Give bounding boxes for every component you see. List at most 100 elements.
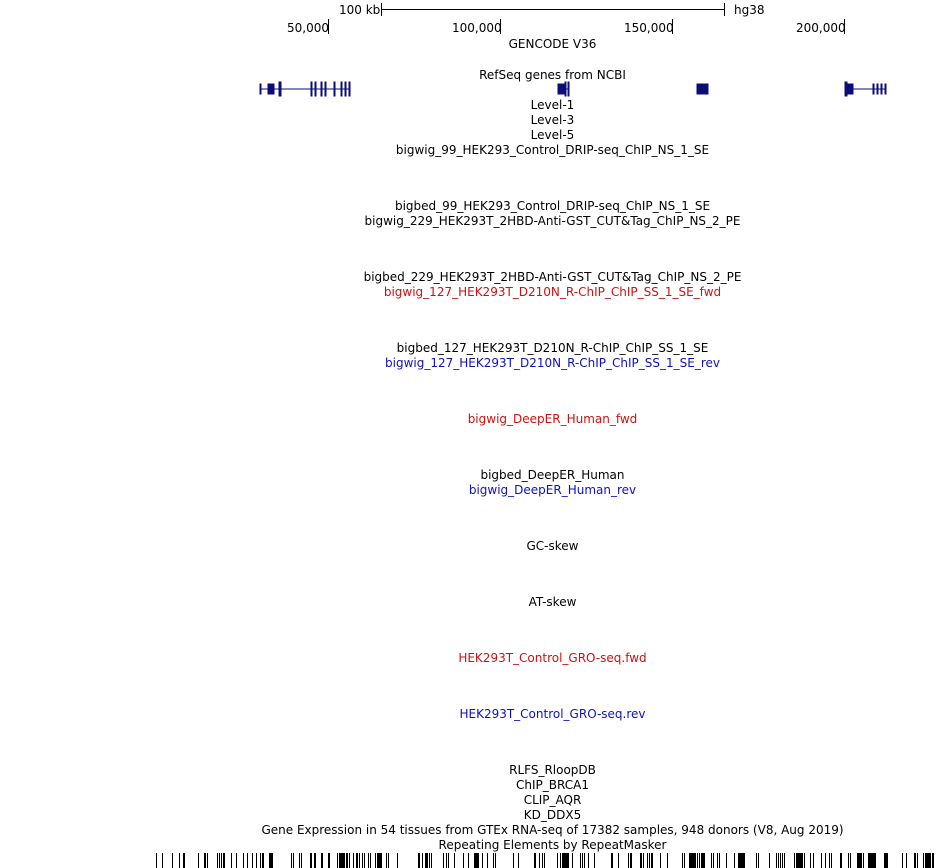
- repeat-element: [468, 853, 469, 868]
- repeat-element: [487, 853, 488, 868]
- repeat-element: [684, 853, 685, 868]
- repeat-element: [397, 853, 398, 868]
- repeat-element: [544, 853, 545, 868]
- repeat-element: [711, 853, 712, 868]
- deeper-rev-label[interactable]: bigwig_DeepER_Human_rev: [468, 483, 637, 497]
- at-skew-label[interactable]: AT-skew: [528, 595, 577, 609]
- repeat-element: [618, 853, 619, 868]
- repeat-element: [299, 853, 300, 868]
- repeat-element: [857, 853, 862, 868]
- deeper-fwd-label[interactable]: bigwig_DeepER_Human_fwd: [467, 412, 638, 426]
- repeat-element: [262, 853, 264, 868]
- repeat-element: [557, 853, 558, 868]
- repeat-element: [314, 853, 316, 868]
- gene-exon: [696, 83, 709, 95]
- repeat-element: [172, 853, 173, 868]
- repeat-element: [923, 853, 924, 868]
- gene-exon: [567, 81, 570, 97]
- repeat-element: [349, 853, 350, 868]
- gencode-track-label[interactable]: GENCODE V36: [508, 37, 597, 51]
- gene-exon: [320, 81, 323, 97]
- repeatmasker-label[interactable]: Repeating Elements by RepeatMasker: [438, 838, 667, 852]
- repeat-element: [932, 853, 934, 868]
- scale-bar: [381, 9, 725, 10]
- ruler-tick: [328, 19, 329, 34]
- gro-seq-fwd-label[interactable]: HEK293T_Control_GRO-seq.fwd: [458, 651, 647, 665]
- gtex-expression-label[interactable]: Gene Expression in 54 tissues from GTEx …: [261, 823, 844, 837]
- repeat-element: [247, 853, 248, 868]
- level-3-track-label[interactable]: Level-3: [530, 113, 575, 127]
- repeatmasker-track: [156, 853, 934, 868]
- repeat-element: [542, 853, 543, 868]
- deeper-bigbed-label[interactable]: bigbed_DeepER_Human: [480, 468, 625, 482]
- cut-tag-bigwig-label[interactable]: bigwig_229_HEK293T_2HBD-Anti-GST_CUT&Tag…: [364, 214, 741, 228]
- repeat-element: [840, 853, 842, 868]
- repeat-element: [219, 853, 220, 868]
- kd-ddx5-label[interactable]: KD_DDX5: [523, 808, 582, 822]
- gene-exon: [340, 81, 343, 97]
- repeat-element: [580, 853, 581, 868]
- repeat-element: [884, 853, 888, 868]
- chip-brca1-label[interactable]: ChIP_BRCA1: [516, 778, 589, 792]
- repeat-element: [562, 853, 569, 868]
- repeat-element: [443, 853, 444, 868]
- gene-exon: [310, 81, 313, 97]
- repeat-element: [682, 853, 683, 868]
- refseq-track-label[interactable]: RefSeq genes from NCBI: [479, 68, 626, 82]
- gene-exon: [324, 81, 327, 97]
- repeat-element: [628, 853, 629, 868]
- r-chip-rev-label[interactable]: bigwig_127_HEK293T_D210N_R-ChIP_ChIP_SS_…: [385, 356, 720, 370]
- repeat-element: [906, 853, 907, 868]
- repeat-element: [848, 853, 849, 868]
- repeat-element: [518, 853, 519, 868]
- drip-seq-bigbed-label[interactable]: bigbed_99_HEK293_Control_DRIP-seq_ChIP_N…: [394, 199, 711, 213]
- repeat-element: [689, 853, 696, 868]
- repeat-element: [217, 853, 218, 868]
- scale-length-label: 100 kb: [339, 3, 381, 17]
- repeat-element: [738, 853, 745, 868]
- repeat-element: [221, 853, 222, 868]
- repeat-element: [778, 853, 779, 868]
- repeat-element: [236, 853, 237, 868]
- drip-seq-bigwig-label[interactable]: bigwig_99_HEK293_Control_DRIP-seq_ChIP_N…: [395, 143, 710, 157]
- repeat-element: [431, 853, 432, 868]
- clip-aqr-label[interactable]: CLIP_AQR: [523, 793, 582, 807]
- repeat-element: [223, 853, 225, 868]
- assembly-label: hg38: [734, 3, 765, 17]
- repeat-element: [925, 853, 931, 868]
- repeat-element: [454, 853, 455, 868]
- repeat-element: [649, 853, 650, 868]
- repeat-element: [643, 853, 644, 868]
- gene-exon: [348, 81, 351, 97]
- gc-skew-label[interactable]: GC-skew: [526, 539, 579, 553]
- repeat-element: [463, 853, 464, 868]
- repeat-element: [179, 853, 180, 868]
- repeat-element: [370, 853, 371, 868]
- repeat-element: [813, 853, 814, 868]
- gene-exon: [872, 83, 875, 95]
- repeat-element: [534, 853, 536, 868]
- repeat-element: [252, 853, 253, 868]
- repeat-element: [588, 853, 589, 868]
- repeat-element: [868, 853, 876, 868]
- repeat-element: [291, 853, 292, 868]
- cut-tag-bigbed-label[interactable]: bigbed_229_HEK293T_2HBD-Anti-GST_CUT&Tag…: [363, 270, 742, 284]
- repeat-element: [810, 853, 811, 868]
- repeat-element: [611, 853, 613, 868]
- repeat-element: [758, 853, 759, 868]
- gene-exon: [259, 83, 262, 95]
- repeat-element: [346, 853, 348, 868]
- ruler-position: 150,000: [624, 21, 674, 35]
- r-chip-fwd-label[interactable]: bigwig_127_HEK293T_D210N_R-ChIP_ChIP_SS_…: [383, 285, 722, 299]
- level-5-track-label[interactable]: Level-5: [530, 128, 575, 142]
- rlfs-label[interactable]: RLFS_RloopDB: [509, 763, 596, 777]
- repeat-element: [829, 853, 830, 868]
- repeat-element: [850, 853, 851, 868]
- scale-bar-left-tick: [381, 3, 382, 16]
- r-chip-bigbed-label[interactable]: bigbed_127_HEK293T_D210N_R-ChIP_ChIP_SS_…: [396, 341, 709, 355]
- level-1-track-label[interactable]: Level-1: [530, 98, 575, 112]
- repeat-element: [183, 853, 185, 868]
- repeat-element: [831, 853, 832, 868]
- gro-seq-rev-label[interactable]: HEK293T_Control_GRO-seq.rev: [459, 707, 646, 721]
